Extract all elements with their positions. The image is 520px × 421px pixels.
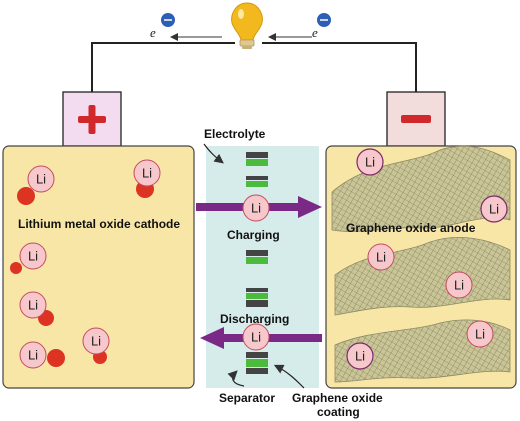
svg-text:Li: Li [142,166,152,181]
lithium-ion: Li [242,194,270,222]
cathode-block [2,145,195,389]
electron-icon [317,13,331,27]
coating-pointer [273,364,305,389]
electron-icon [161,13,175,27]
separator-pointer [227,370,245,387]
graphene-sheet [331,145,511,232]
svg-text:Li: Li [251,201,261,216]
lithium-ion: Li [27,165,55,193]
svg-text:Li: Li [251,330,261,345]
lithium-ion: Li [19,291,47,319]
separator-label: Separator [219,391,275,405]
svg-text:Li: Li [28,298,38,313]
electron-label-right: e [312,25,318,40]
lithium-ion: Li [82,327,110,355]
light-bulb-icon [231,2,263,49]
electron-label-left: e [150,25,156,40]
svg-text:Li: Li [91,334,101,349]
lithium-ion: Li [19,242,47,270]
coating-label-line2: coating [317,405,360,419]
anode-label: Graphene oxide anode [346,221,476,235]
lithium-ion: Li [445,271,473,299]
circuit-wire [91,42,417,92]
lithium-ion: Li [346,342,374,370]
graphene-sheet [334,319,511,383]
svg-text:Li: Li [454,278,464,293]
svg-text:Li: Li [365,155,375,170]
svg-text:Li: Li [475,327,485,342]
coating-label-line1: Graphene oxide [292,391,383,405]
positive-terminal [62,91,122,147]
svg-text:Li: Li [355,349,365,364]
lithium-ion: Li [133,159,161,187]
lithium-ion: Li [466,320,494,348]
discharging-label: Discharging [220,312,289,326]
svg-text:Li: Li [28,348,38,363]
svg-text:Li: Li [376,250,386,265]
charging-label: Charging [227,228,280,242]
svg-text:Li: Li [28,249,38,264]
cathode-label: Lithium metal oxide cathode [18,217,180,231]
discharging-arrow [200,327,322,349]
separator-stack [246,152,268,374]
lithium-ion: Li [356,148,384,176]
electrolyte-label: Electrolyte [204,127,266,141]
lithium-ion: Li [480,195,508,223]
svg-text:Li: Li [36,172,46,187]
electrolyte-pointer [203,143,224,164]
negative-terminal [386,91,446,147]
lithium-ion: Li [367,243,395,271]
svg-text:Li: Li [489,202,499,217]
lithium-ion: Li [19,341,47,369]
lithium-ion: Li [242,323,270,351]
